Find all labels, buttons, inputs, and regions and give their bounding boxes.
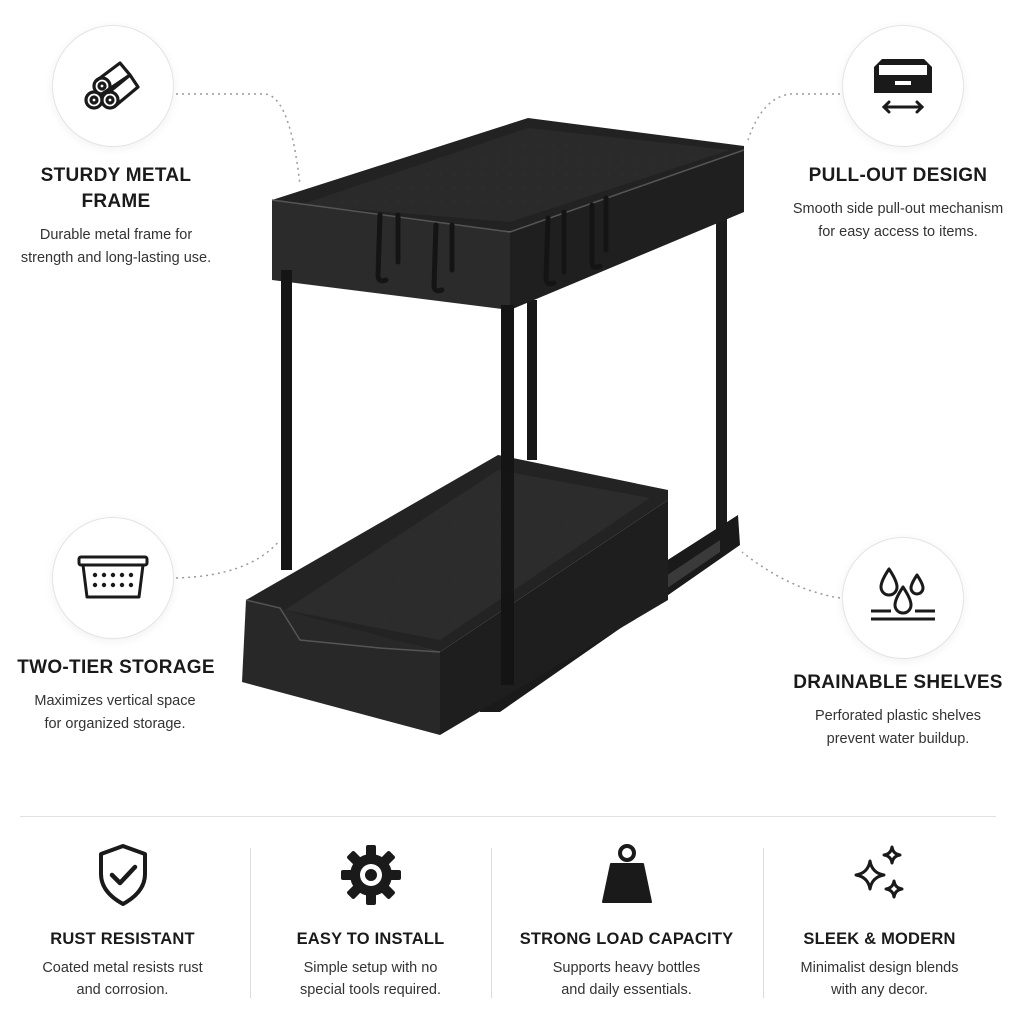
weight-icon [601, 844, 652, 903]
shield-check-icon [98, 844, 147, 906]
feature-frame-title: STURDY METAL FRAME [40, 165, 192, 212]
bottom-feature-desc: Minimalist design blends with any decor. [800, 960, 959, 998]
basket-icon [77, 555, 149, 599]
bottom-feature-install: EASY TO INSTALL Simple setup with no spe… [248, 840, 493, 1010]
feature-pullout-desc: Smooth side pull-out mechanism for easy … [792, 201, 1004, 240]
water-drops-icon [871, 567, 935, 621]
bottom-feature-desc: Supports heavy bottles and daily essenti… [552, 960, 701, 998]
feature-tiers-title: TWO-TIER STORAGE [17, 657, 215, 678]
metal-tubes-icon [84, 61, 140, 110]
section-divider [20, 816, 996, 817]
sparkle-icon [854, 845, 903, 899]
feature-pullout-title: PULL-OUT DESIGN [808, 165, 988, 186]
bottom-feature-title: STRONG LOAD CAPACITY [519, 930, 734, 948]
feature-pullout-icon-circle [842, 25, 964, 147]
bottom-feature-desc: Coated metal resists rust and corrosion. [42, 960, 203, 998]
feature-drain-title: DRAINABLE SHELVES [793, 672, 1003, 693]
column-divider [250, 848, 251, 998]
pull-out-drawer-icon [874, 59, 932, 114]
connector-lines [175, 93, 841, 599]
feature-frame-icon-circle [52, 25, 174, 147]
column-divider [491, 848, 492, 998]
bottom-feature-desc: Simple setup with no special tools requi… [299, 960, 442, 998]
feature-drain-icon-circle [842, 537, 964, 659]
bottom-feature-rust: RUST RESISTANT Coated metal resists rust… [0, 840, 245, 1010]
bottom-feature-load: STRONG LOAD CAPACITY Supports heavy bott… [504, 840, 749, 1010]
bottom-feature-title: EASY TO INSTALL [296, 930, 445, 948]
feature-tiers-icon-circle [52, 517, 174, 639]
product-image [242, 118, 745, 735]
gear-icon [340, 845, 401, 905]
feature-tiers-desc: Maximizes vertical space for organized s… [34, 693, 196, 732]
feature-drain-desc: Perforated plastic shelves prevent water… [814, 708, 982, 747]
feature-frame-desc: Durable metal frame for strength and lon… [20, 227, 212, 266]
bottom-feature-sleek: SLEEK & MODERN Minimalist design blends … [757, 840, 1002, 1010]
bottom-feature-title: SLEEK & MODERN [803, 930, 956, 948]
bottom-feature-title: RUST RESISTANT [50, 930, 195, 948]
column-divider [763, 848, 764, 998]
